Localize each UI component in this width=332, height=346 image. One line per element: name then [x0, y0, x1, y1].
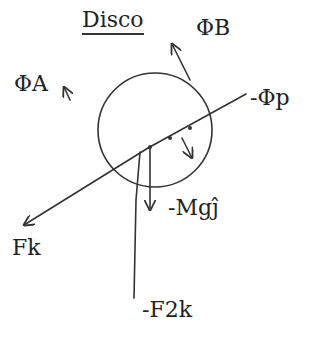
- force-label: -Φp: [250, 86, 290, 110]
- force-label: ΦA: [14, 72, 48, 96]
- weight-arrow: [149, 148, 151, 210]
- force-label: Fk: [12, 236, 41, 260]
- point: [188, 126, 192, 130]
- force-arrow: [172, 44, 190, 80]
- force-arrow: [182, 138, 192, 158]
- force-arrow: [64, 87, 70, 100]
- point: [148, 145, 152, 149]
- axis-line: [148, 94, 246, 148]
- disc-outline: [98, 73, 212, 187]
- point: [168, 136, 172, 140]
- force-label: -F2k: [142, 298, 192, 322]
- weight-label: -Mgĵ: [168, 196, 219, 220]
- title: Disco: [82, 8, 144, 35]
- force-arrow: [24, 148, 148, 225]
- leader-line: [134, 152, 140, 298]
- force-label: ΦB: [196, 16, 230, 40]
